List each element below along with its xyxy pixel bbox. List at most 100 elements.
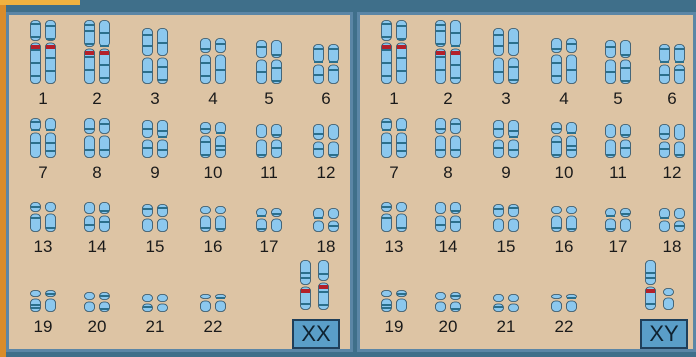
chromosome — [45, 20, 56, 89]
sex-label-box: XY — [640, 319, 688, 349]
chromosome-pair-19: 19 — [372, 245, 416, 335]
chromosome — [620, 124, 631, 163]
chromosome — [99, 118, 110, 163]
chromosome — [99, 20, 110, 89]
chromosome — [271, 208, 282, 237]
chromosome — [157, 120, 168, 163]
chromosome — [435, 20, 446, 89]
chromosome — [99, 202, 110, 237]
chromosome — [620, 40, 631, 89]
chromosome-number-label: 19 — [372, 318, 416, 335]
chromosome — [142, 294, 153, 317]
chromosome — [328, 208, 339, 237]
chromosome — [142, 120, 153, 163]
chromosome — [566, 38, 577, 89]
orange-top-decoration — [0, 0, 80, 5]
chromosome — [605, 40, 616, 89]
y-chromosome — [663, 288, 674, 315]
chromosome — [435, 202, 446, 237]
chromosome — [45, 118, 56, 163]
x-chromosome — [300, 260, 311, 315]
chromosome — [200, 294, 211, 317]
chromosome — [450, 20, 461, 89]
chromosome — [200, 122, 211, 163]
chromosome-pair-14: 14 — [75, 165, 119, 255]
chromosome — [84, 292, 95, 317]
chromosome — [396, 290, 407, 317]
chromosome — [142, 28, 153, 89]
chromosome — [551, 122, 562, 163]
chromosome — [328, 124, 339, 163]
chromosome — [30, 20, 41, 89]
chromosome — [566, 294, 577, 317]
chromosome — [30, 202, 41, 237]
chromosome-pair-13: 13 — [21, 165, 65, 255]
sex-chromosome-pair — [637, 255, 687, 315]
chromosome — [271, 40, 282, 89]
chromosome — [256, 124, 267, 163]
chromosome — [157, 294, 168, 317]
chromosome — [435, 118, 446, 163]
chromosome — [435, 292, 446, 317]
chromosome-number-label: 18 — [650, 238, 694, 255]
chromosome — [381, 20, 392, 89]
chromosome — [215, 38, 226, 89]
sex-chromosome-pair — [292, 255, 342, 315]
chromosome — [605, 208, 616, 237]
chromosome — [84, 118, 95, 163]
chromosome — [551, 206, 562, 237]
chromosome — [313, 44, 324, 89]
chromosome-pair-20: 20 — [75, 245, 119, 335]
chromosome-pair-17: 17 — [596, 165, 640, 255]
chromosome-pair-21: 21 — [484, 245, 528, 335]
chromosome — [450, 118, 461, 163]
chromosome — [659, 124, 670, 163]
chromosome — [396, 202, 407, 237]
chromosome-pair-14: 14 — [426, 165, 470, 255]
chromosome — [659, 208, 670, 237]
chromosome — [381, 290, 392, 317]
chromosome-pair-17: 17 — [247, 165, 291, 255]
chromosome — [450, 292, 461, 317]
chromosome — [381, 202, 392, 237]
chromosome — [157, 28, 168, 89]
chromosome-pair-20: 20 — [426, 245, 470, 335]
chromosome — [508, 120, 519, 163]
chromosome — [313, 208, 324, 237]
chromosome — [493, 294, 504, 317]
chromosome — [200, 206, 211, 237]
chromosome — [84, 202, 95, 237]
chromosome-number-label: 19 — [21, 318, 65, 335]
chromosome-number-label: 20 — [426, 318, 470, 335]
chromosome — [313, 124, 324, 163]
chromosome — [508, 204, 519, 237]
chromosome-number-label: 20 — [75, 318, 119, 335]
chromosome-number-label: 18 — [304, 238, 348, 255]
chromosome-pair-15: 15 — [133, 165, 177, 255]
chromosome-pair-15: 15 — [484, 165, 528, 255]
chromosome — [30, 290, 41, 317]
chromosome — [450, 202, 461, 237]
chromosome — [99, 292, 110, 317]
x-chromosome — [645, 260, 656, 315]
chromosome — [30, 118, 41, 163]
chromosome-pair-19: 19 — [21, 245, 65, 335]
chromosome — [551, 38, 562, 89]
chromosome-pair-18: 18 — [650, 165, 694, 255]
chromosome-pair-22: 22 — [191, 245, 235, 335]
sex-label-box: XX — [292, 319, 340, 349]
chromosome — [215, 294, 226, 317]
chromosome — [659, 44, 670, 89]
chromosome-pair-18: 18 — [304, 165, 348, 255]
chromosome — [396, 20, 407, 89]
chromosome — [493, 28, 504, 89]
chromosome — [674, 44, 685, 89]
chromosome — [215, 122, 226, 163]
chromosome — [45, 290, 56, 317]
chromosome — [508, 28, 519, 89]
chromosome — [200, 38, 211, 89]
chromosome-pair-22: 22 — [542, 245, 586, 335]
x-chromosome — [318, 260, 329, 315]
chromosome — [493, 120, 504, 163]
